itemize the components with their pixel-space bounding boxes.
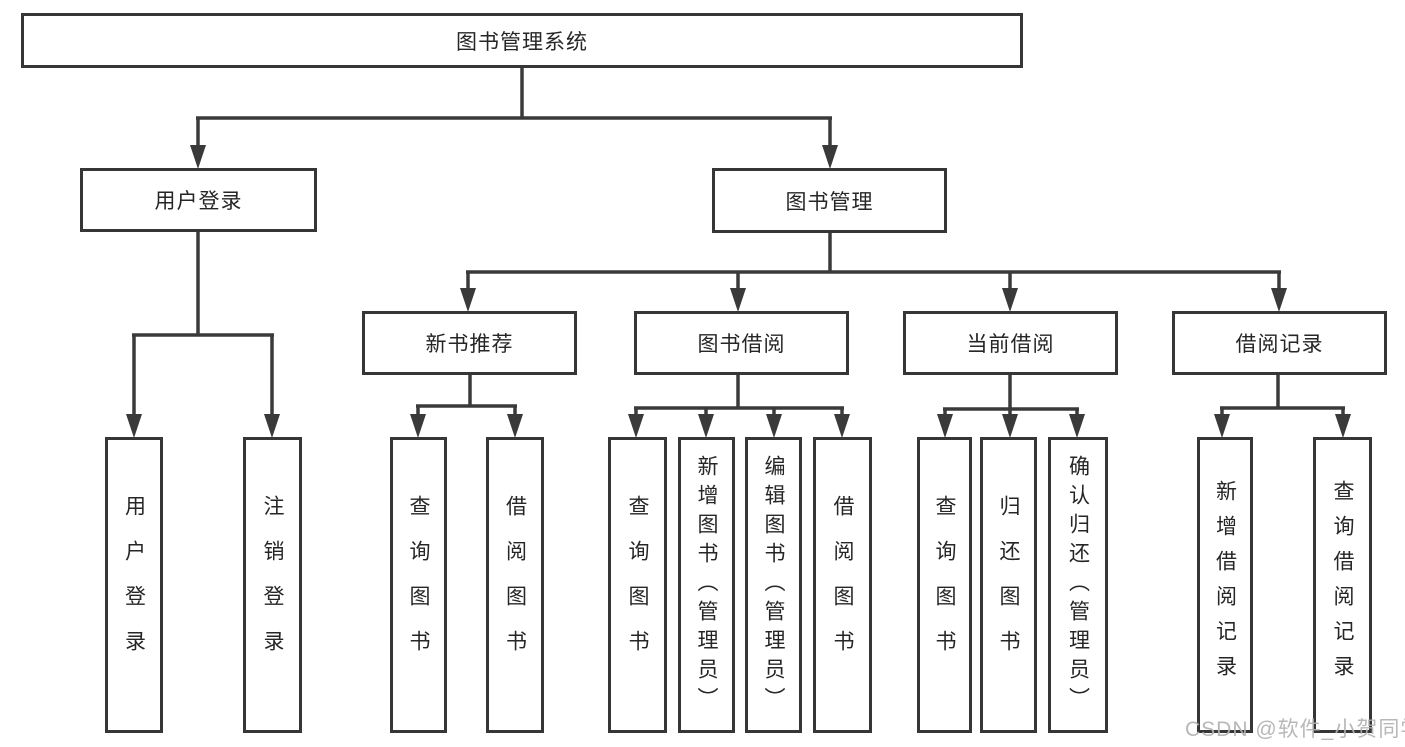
node-book-borrow: 图书借阅 [634,311,849,375]
leaf-br-add-record: 新增借阅记录 [1197,437,1253,733]
arrowhead [822,145,838,169]
node-borrow-records-label: 借阅记录 [1235,333,1324,356]
arrowhead [628,414,644,438]
leaf-logout: 注销登录 [243,437,302,733]
arrowhead [410,414,426,438]
node-book-borrow-label: 图书借阅 [697,333,786,356]
leaf-nbr-borrow-book-label: 借阅图书 [503,495,527,675]
leaf-br-query-record-label: 查询借阅记录 [1331,480,1354,690]
node-book-mgmt-branch-label: 图书管理 [785,190,874,214]
leaf-bb-query-book-label: 查询图书 [626,495,649,675]
arrowhead [1002,288,1018,312]
leaf-br-add-record-label: 新增借阅记录 [1213,480,1237,690]
leaf-cb-query-book: 查询图书 [917,437,972,733]
node-new-book-rec: 新书推荐 [362,311,577,375]
node-user-login-branch-label: 用户登录 [154,190,243,213]
node-root: 图书管理系统 [21,13,1023,68]
arrowhead [730,288,746,312]
node-current-borrow-label: 当前借阅 [966,333,1055,356]
node-user-login-branch: 用户登录 [80,168,317,232]
arrowhead [126,414,142,438]
leaf-cb-return-book: 归还图书 [980,437,1037,733]
arrowhead [834,414,850,438]
leaf-bb-query-book: 查询图书 [608,437,667,733]
arrowhead [1214,414,1230,438]
leaf-nbr-query-book: 查询图书 [390,437,447,733]
arrowhead [264,414,280,438]
arrowhead [507,414,523,438]
node-current-borrow: 当前借阅 [903,311,1118,375]
leaf-bb-add-book-label: 新增图书（管理员） [695,454,718,716]
leaf-bb-edit-book: 编辑图书（管理员） [745,437,802,733]
leaf-bb-borrow-book-label: 借阅图书 [831,495,854,675]
leaf-logout-label: 注销登录 [261,495,284,675]
node-new-book-rec-label: 新书推荐 [425,333,514,356]
arrowhead [1335,414,1351,438]
arrowheads [126,145,1351,438]
arrowhead [1271,288,1287,312]
leaf-bb-add-book: 新增图书（管理员） [678,437,735,733]
arrowhead [698,414,714,438]
csdn-watermark: CSDN @软件_小贺同学 [1185,718,1405,741]
leaf-nbr-borrow-book: 借阅图书 [486,437,544,733]
leaf-user-login: 用户登录 [105,437,163,733]
node-book-mgmt-branch: 图书管理 [712,168,947,233]
arrowhead [1069,414,1085,438]
leaf-cb-confirm-return: 确认归还（管理员） [1048,437,1108,733]
arrowhead [190,145,206,169]
leaf-bb-edit-book-label: 编辑图书（管理员） [762,454,785,716]
arrowhead [1002,414,1018,438]
leaf-cb-confirm-return-label: 确认归还（管理员） [1066,454,1090,716]
leaf-br-query-record: 查询借阅记录 [1313,437,1372,733]
node-borrow-records: 借阅记录 [1172,311,1387,375]
leaf-cb-return-book-label: 归还图书 [997,495,1020,675]
leaf-nbr-query-book-label: 查询图书 [407,495,430,675]
arrowhead [766,414,782,438]
leaf-cb-query-book-label: 查询图书 [933,495,956,675]
leaf-user-login-label: 用户登录 [122,495,146,675]
leaf-bb-borrow-book: 借阅图书 [813,437,872,733]
arrowhead [937,414,953,438]
arrowhead [460,288,476,312]
node-root-label: 图书管理系统 [456,30,588,54]
